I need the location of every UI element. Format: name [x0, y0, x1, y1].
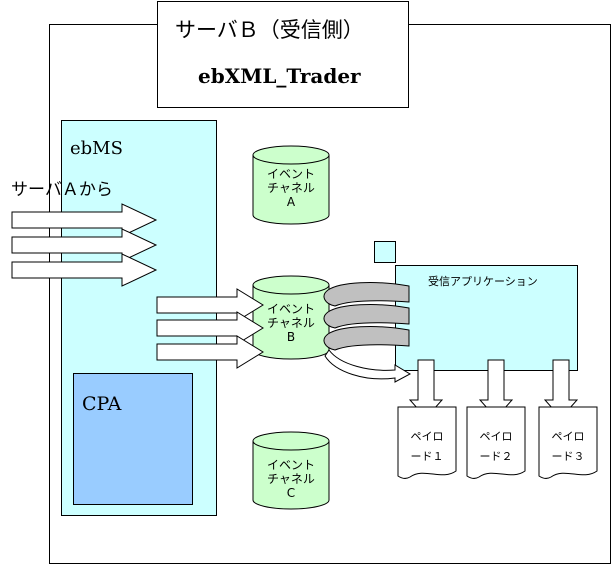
payload-document — [466, 406, 526, 480]
incoming-arrow — [11, 228, 158, 262]
server-title: サーバＢ（受信側） — [175, 18, 364, 42]
curved-arrow — [323, 326, 410, 351]
from-server-a-label: サーバＡから — [11, 180, 113, 200]
ebms-to-channel-arrow — [156, 288, 264, 322]
ebms-label: ebMS — [70, 138, 123, 159]
receiving-application-box — [395, 265, 578, 371]
payload-document — [538, 406, 598, 480]
payload-3-label: ペイロード３ — [551, 430, 585, 463]
trader-title: ebXML_Trader — [198, 64, 361, 88]
incoming-arrow — [11, 253, 158, 287]
channel-c-cylinder — [252, 431, 330, 510]
payload-1-label: ペイロード１ — [410, 430, 444, 463]
payload-2-label: ペイロード２ — [479, 430, 513, 463]
application-icon — [374, 241, 396, 263]
channel-b-cylinder — [252, 275, 330, 360]
payload-document — [397, 406, 457, 480]
ebms-to-channel-arrow — [156, 335, 264, 369]
curved-arrow — [324, 349, 412, 383]
curved-arrow — [323, 304, 410, 329]
ebms-to-channel-arrow — [156, 311, 264, 345]
receiving-application-label: 受信アプリケーション — [428, 275, 538, 288]
incoming-arrow — [11, 203, 158, 237]
cpa-label: CPA — [82, 393, 122, 415]
cpa-box — [73, 373, 193, 505]
curved-arrow — [323, 282, 410, 307]
channel-a-cylinder — [252, 145, 330, 225]
title-box — [157, 1, 409, 108]
